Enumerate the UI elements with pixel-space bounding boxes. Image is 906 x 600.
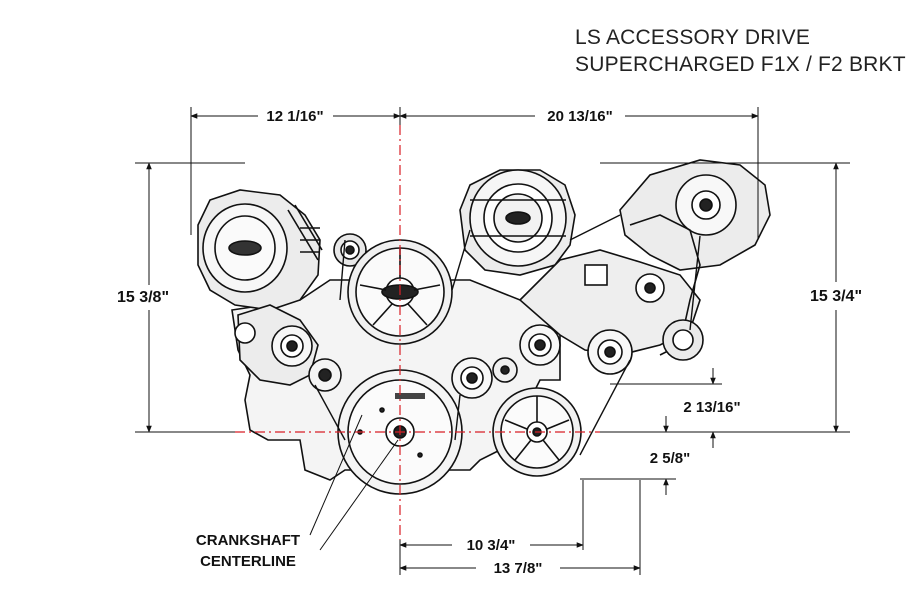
serpentine-belt [314, 214, 701, 456]
dim-left-height: 15 3/8" [117, 289, 169, 306]
dim-idler-offset: 2 13/16" [683, 399, 740, 416]
lower-idler-pulley [451, 357, 518, 399]
dim-top-right: 20 13/16" [547, 108, 613, 125]
dim-bottom-inner: 10 3/4" [467, 537, 516, 554]
dimension-lines [135, 107, 850, 575]
crank-label-line1: CRANKSHAFT [196, 532, 300, 549]
engine-front-drawing [197, 159, 771, 495]
left-tensioner [234, 304, 342, 392]
dim-pulley-offset: 2 5/8" [650, 450, 690, 467]
diagram-title-line1: LS ACCESSORY DRIVE [575, 26, 811, 49]
supercharger-idler [587, 329, 633, 375]
supercharger-head [619, 159, 771, 356]
diagram-title-line2: SUPERCHARGED F1X / F2 BRKT [575, 53, 906, 76]
crank-label-line2: CENTERLINE [200, 553, 296, 570]
bracket-pivot [584, 264, 665, 303]
dim-right-height: 15 3/4" [810, 288, 862, 305]
alternator-logo [505, 211, 531, 225]
dim-top-left: 12 1/16" [266, 108, 323, 125]
alternator [459, 169, 576, 276]
supercharger-drive-pulley [662, 319, 704, 361]
dim-bottom-outer: 13 7/8" [494, 560, 543, 577]
ac-logo [228, 240, 262, 256]
center-idler-pulley [519, 324, 561, 366]
ac-compressor [197, 189, 323, 311]
small-idler-pulley [333, 233, 367, 267]
crank-centerlines [235, 125, 600, 540]
